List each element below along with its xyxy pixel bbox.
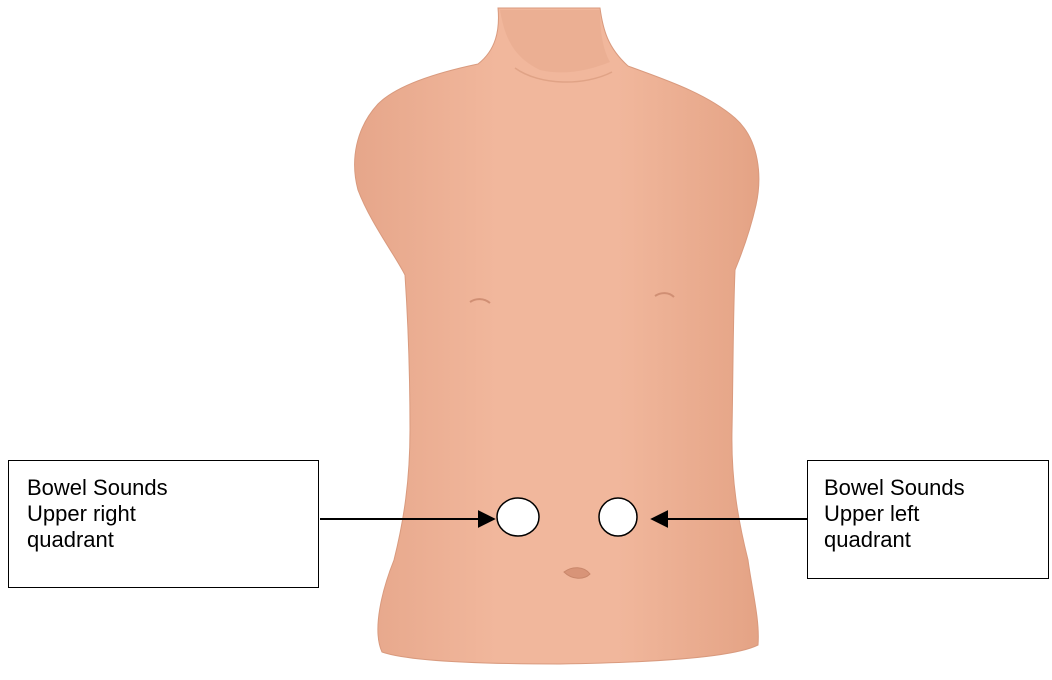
callout-right-line2: Upper left [824, 501, 1038, 527]
upper-left-quadrant-marker [599, 498, 637, 536]
callout-left-line2: Upper right [27, 501, 308, 527]
upper-right-quadrant-marker [497, 498, 539, 536]
callout-upper-right-quadrant: Bowel Sounds Upper right quadrant [8, 460, 319, 588]
callout-right-line3: quadrant [824, 527, 1038, 553]
callout-left-line1: Bowel Sounds [27, 475, 308, 501]
callout-right-line1: Bowel Sounds [824, 475, 1038, 501]
torso-body [355, 8, 759, 664]
callout-upper-left-quadrant: Bowel Sounds Upper left quadrant [807, 460, 1049, 579]
callout-left-line3: quadrant [27, 527, 308, 553]
